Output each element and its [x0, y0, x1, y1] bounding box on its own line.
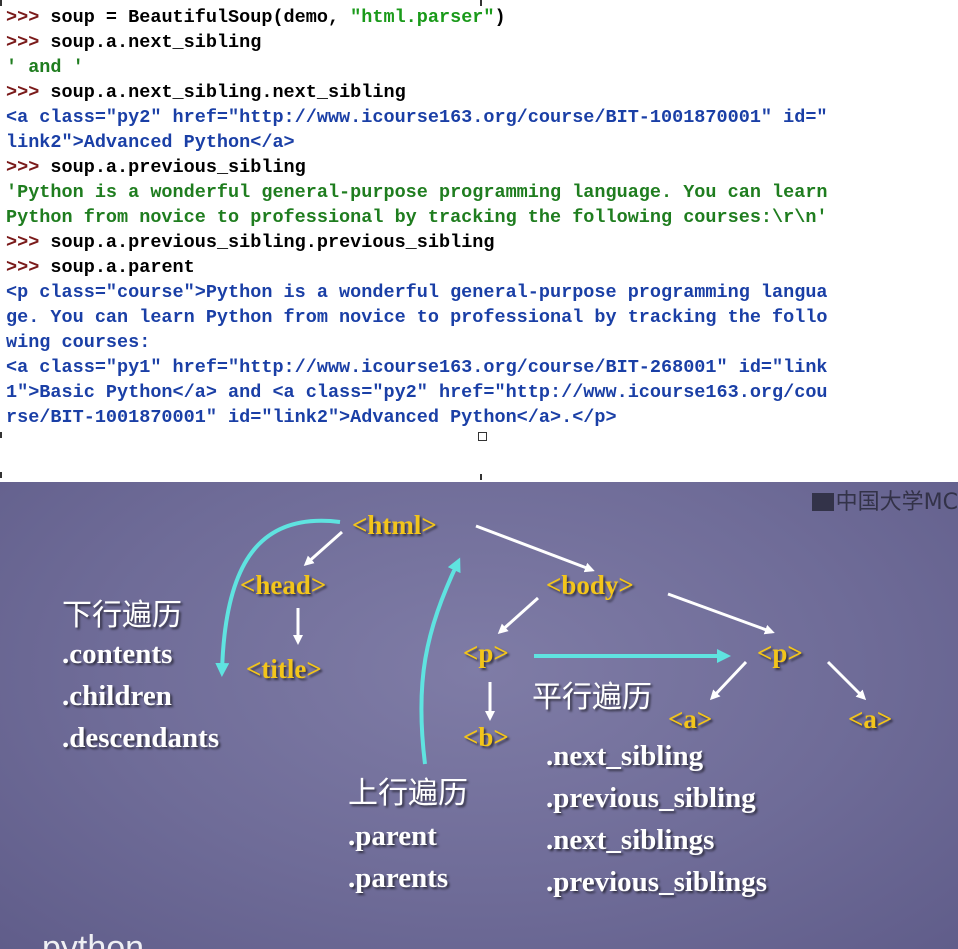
selection-handle[interactable] — [480, 0, 482, 6]
mooc-logo: 中国大学MC — [811, 484, 958, 516]
up-traversal-heading: 上行遍历 — [348, 776, 468, 811]
up-traversal-item: .parents — [348, 862, 449, 894]
python-logo: python — [42, 929, 145, 949]
console-output: 1">Basic Python</a> and <a class="py2" h… — [6, 382, 828, 403]
console-output: Python from novice to professional by tr… — [6, 207, 828, 228]
console-line: >>> soup = BeautifulSoup(demo, "html.par… — [6, 7, 506, 28]
parallel-traversal-item: .next_sibling — [546, 740, 704, 772]
parallel-traversal-item: .previous_sibling — [546, 782, 756, 814]
tag-p: <p> — [757, 638, 803, 668]
tag-p: <p> — [463, 638, 509, 668]
edge-p2-a1 — [709, 660, 748, 701]
console-output: ' and ' — [6, 57, 84, 78]
selection-handle[interactable] — [478, 432, 487, 441]
down-traversal-item: .contents — [62, 638, 173, 670]
selection-handle[interactable] — [0, 432, 2, 438]
tag-title: <title> — [246, 654, 322, 684]
console-output: rse/BIT-1001870001" id="link2">Advanced … — [6, 407, 617, 428]
console-output: ge. You can learn Python from novice to … — [6, 307, 828, 328]
console-line: >>> soup.a.previous_sibling — [6, 157, 306, 178]
tag-a: <a> — [668, 704, 713, 734]
edge-body-p2 — [667, 592, 775, 635]
console-output: <a class="py2" href="http://www.icourse1… — [6, 107, 828, 128]
python-console: >>> soup = BeautifulSoup(demo, "html.par… — [0, 0, 958, 441]
console-line: >>> soup.a.next_sibling.next_sibling — [6, 82, 406, 103]
edge-p2-a2 — [826, 660, 867, 701]
parallel-traversal-heading: 平行遍历 — [532, 680, 652, 715]
edge-html-body — [475, 524, 595, 573]
selection-handle[interactable] — [0, 472, 2, 478]
down-traversal-heading: 下行遍历 — [62, 598, 182, 633]
console-output: <p class="course">Python is a wonderful … — [6, 282, 828, 303]
tree-arrows — [215, 518, 867, 765]
tree-traversal-slide: 中国大学MC <html> <head> — [0, 482, 958, 949]
parallel-traversal-item: .next_siblings — [546, 824, 715, 856]
edge-body-p1 — [497, 596, 540, 635]
selection-handle[interactable] — [0, 0, 2, 6]
tag-head: <head> — [240, 570, 327, 600]
console-line: >>> soup.a.next_sibling — [6, 32, 262, 53]
selection-handle[interactable] — [480, 474, 482, 480]
down-traversal-item: .descendants — [62, 722, 220, 754]
down-traversal-arrow — [215, 518, 341, 677]
edge-html-head — [303, 530, 343, 566]
down-traversal-item: .children — [62, 680, 172, 712]
console-output: wing courses: — [6, 332, 151, 353]
tag-b: <b> — [463, 722, 509, 752]
up-traversal-item: .parent — [348, 820, 437, 852]
console-output: link2">Advanced Python</a> — [6, 132, 295, 153]
parallel-traversal-item: .previous_siblings — [546, 866, 768, 898]
up-traversal-arrow — [419, 557, 461, 765]
tag-body: <body> — [546, 570, 634, 600]
console-output: 'Python is a wonderful general-purpose p… — [6, 182, 828, 203]
console-output: <a class="py1" href="http://www.icourse1… — [6, 357, 828, 378]
console-line: >>> soup.a.parent — [6, 257, 195, 278]
console-line: >>> soup.a.previous_sibling.previous_sib… — [6, 232, 495, 253]
mooc-logo-icon — [811, 493, 834, 511]
tag-html: <html> — [352, 510, 437, 540]
tag-a: <a> — [848, 704, 893, 734]
